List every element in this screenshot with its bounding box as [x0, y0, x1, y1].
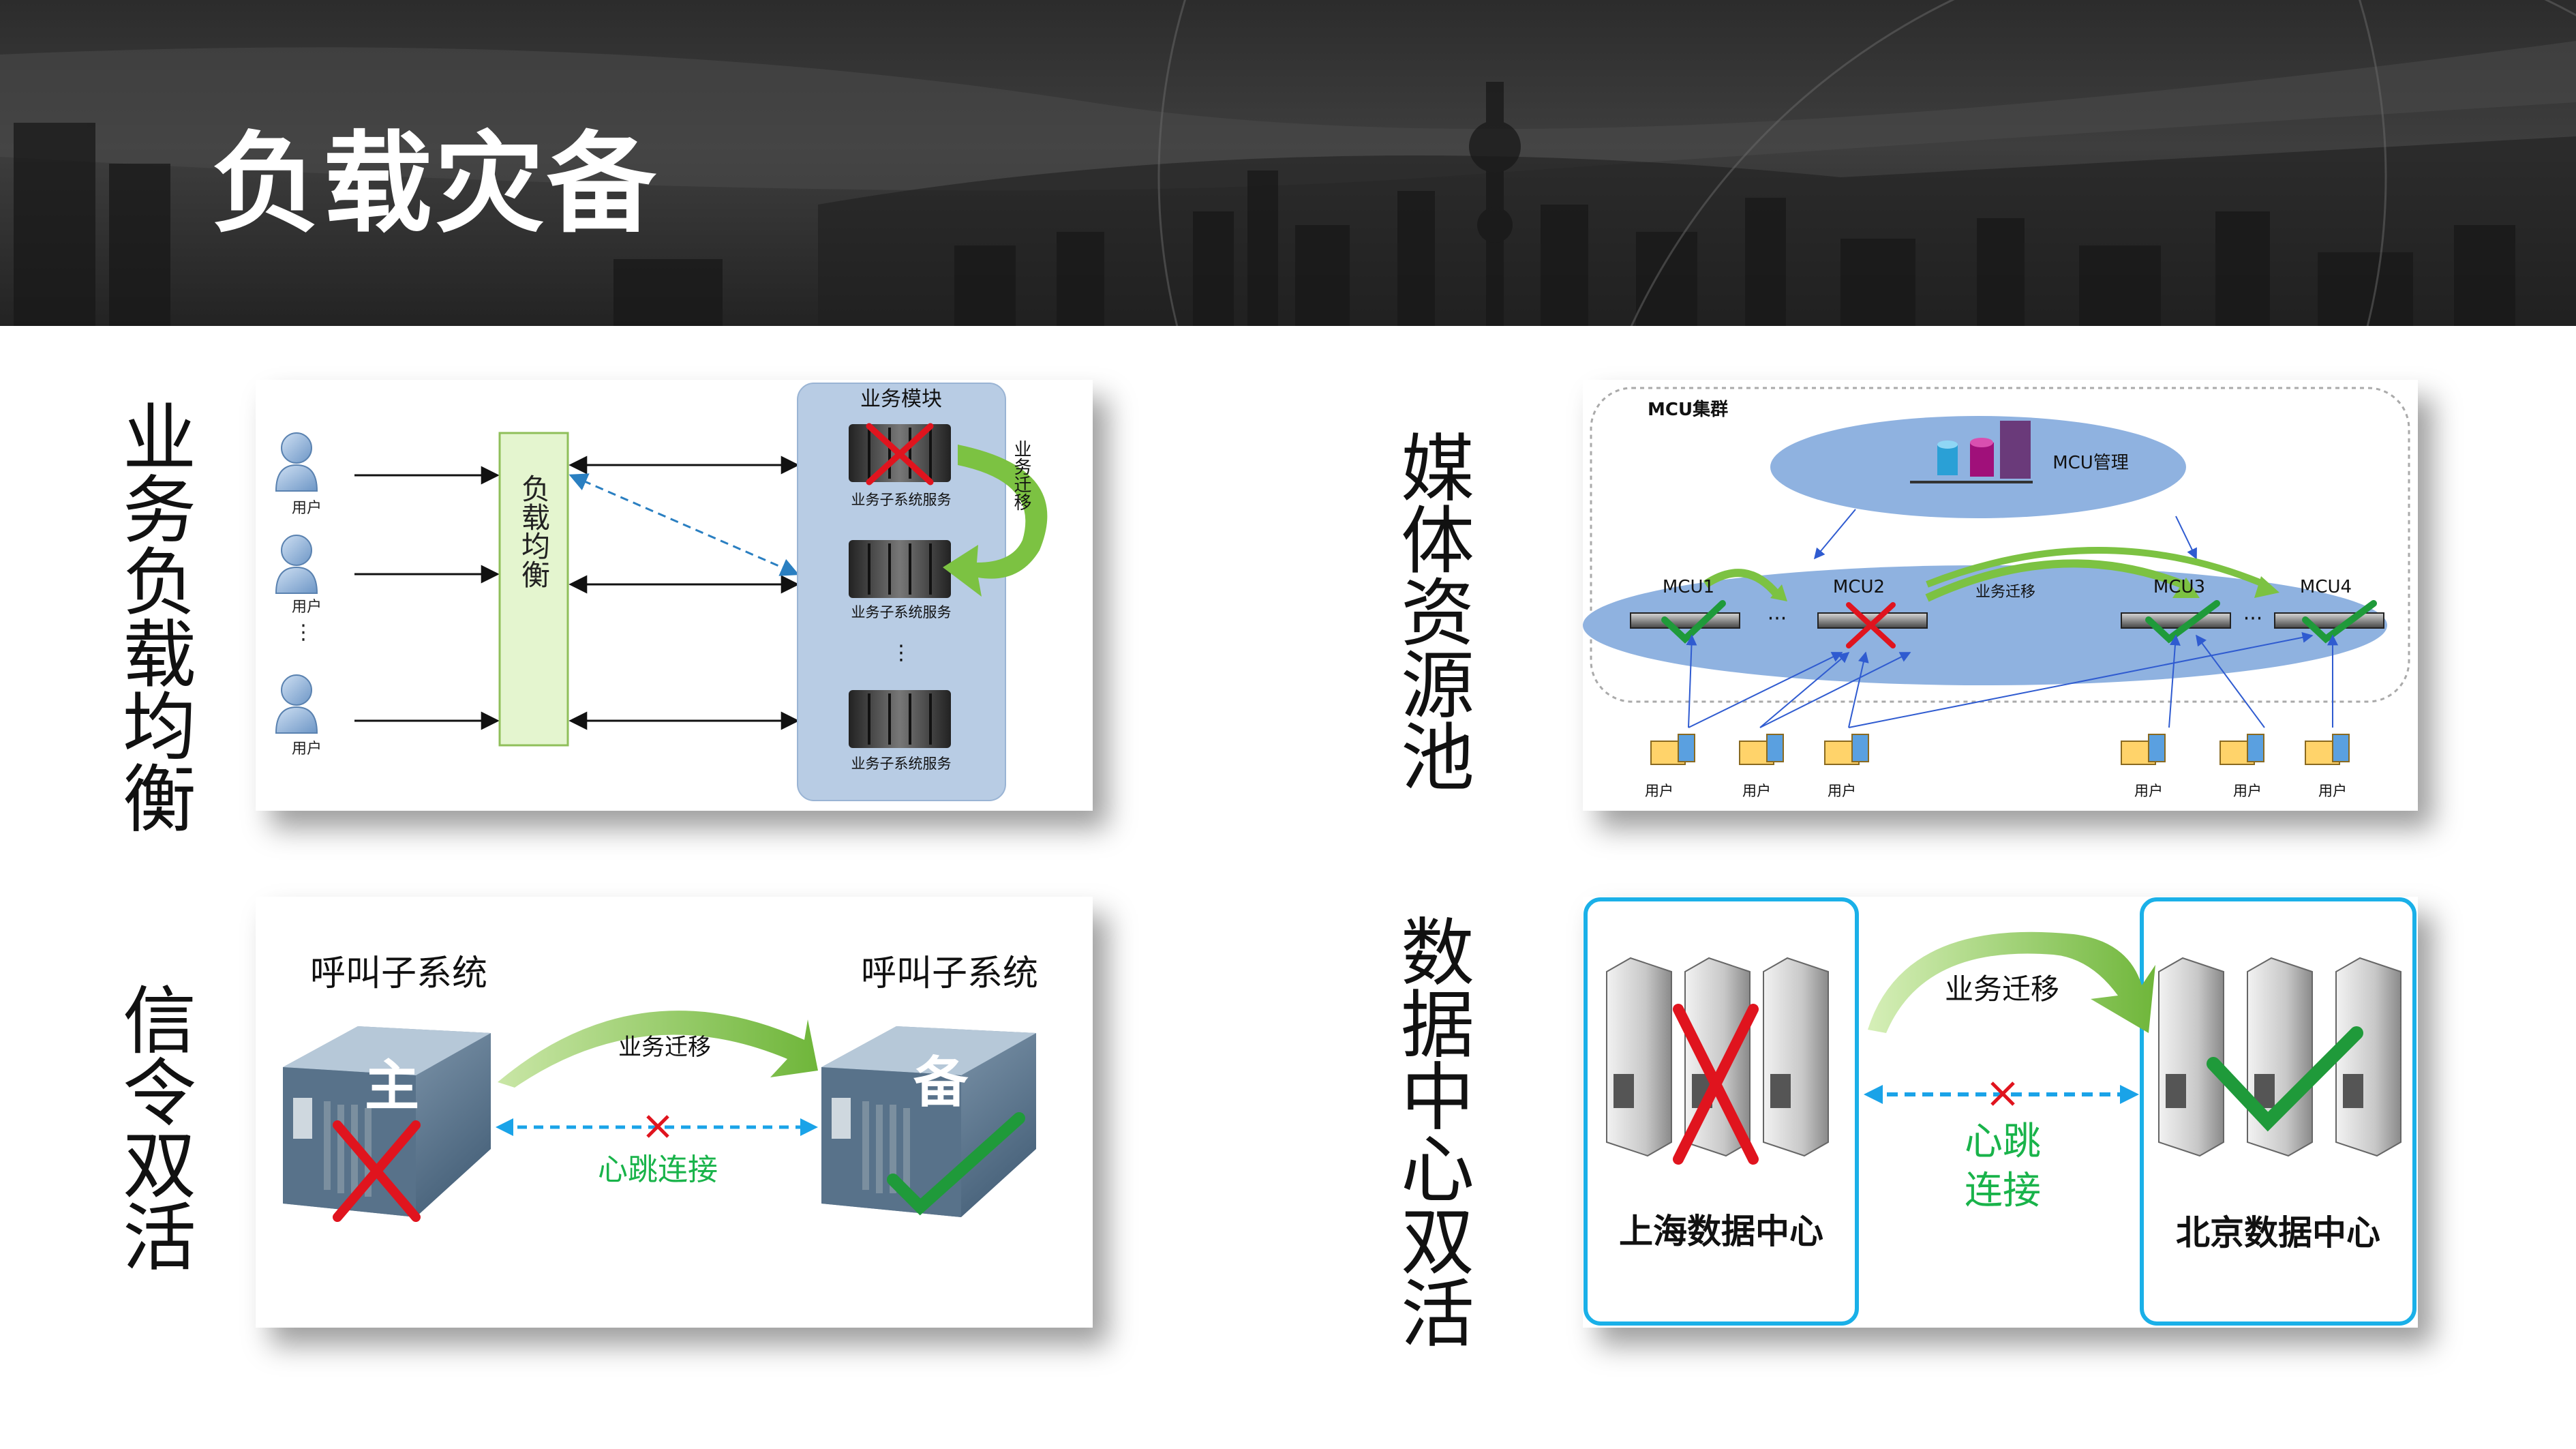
user-label: 用户 [1828, 783, 1856, 799]
workstation-icon [2305, 734, 2350, 765]
rack-server-icon [2121, 612, 2231, 629]
check-icon [2145, 600, 2220, 644]
database-icon [1910, 421, 2033, 483]
datacenter-active-active-diagram: 上海数据中心 北京数据中心 业务迁移 心跳 连接 [1583, 897, 2418, 1328]
mcu-label: MCU1 [1663, 577, 1714, 597]
service-label: 业务子系统服务 [851, 756, 952, 772]
user-label: 用户 [292, 741, 322, 758]
migrate-label: 业务迁移 [1011, 440, 1031, 511]
header-banner: 负载灾备 [0, 0, 2576, 326]
server-rack-icon [849, 540, 951, 598]
city-skyline-background [0, 0, 2576, 326]
heartbeat-line2: 连接 [1965, 1169, 2041, 1213]
ellipsis: ⋮ [293, 621, 314, 644]
user-label: 用户 [2318, 783, 2347, 799]
section-label-media-pool: 媒体资源池 [1389, 430, 1474, 791]
mcu-cluster-frame [1590, 387, 2410, 703]
rack-server-icon [2274, 612, 2384, 629]
module-title: 业务模块 [860, 387, 942, 411]
service-label: 业务子系统服务 [851, 604, 952, 621]
service-label: 业务子系统服务 [851, 492, 952, 508]
user-label: 用户 [2233, 783, 2262, 799]
workstation-icon [1650, 734, 1695, 765]
cross-icon [1990, 1081, 2015, 1106]
tower-server-icon [2158, 957, 2224, 1157]
migrate-label: 业务迁移 [1975, 584, 2035, 601]
workstation-icon [1739, 734, 1784, 765]
curved-arrow-icon [943, 445, 1048, 597]
mcu-label: MCU3 [2153, 577, 2205, 597]
user-icon [275, 535, 318, 594]
left-system-title: 呼叫子系统 [310, 953, 487, 994]
user-label: 用户 [2134, 783, 2163, 799]
tower-server-icon [2247, 957, 2313, 1157]
ellipsis-dots: ··· [2243, 607, 2263, 631]
right-dc-name: 北京数据中心 [2176, 1213, 2380, 1253]
rack-server-icon [1630, 612, 1740, 629]
load-balance-diagram: 用户 用户 ⋮ 用户 负载均衡 业务模块 [256, 380, 1093, 811]
ellipsis: ⋮ [891, 641, 911, 665]
workstation-icon [2121, 734, 2166, 765]
tower-server-icon [1606, 957, 1672, 1157]
tower-server-icon [1763, 957, 1829, 1157]
section-label-load-balance: 业务负载均衡 [110, 399, 196, 833]
user-label: 用户 [292, 599, 322, 616]
check-icon [2302, 600, 2377, 644]
cross-icon [646, 1115, 669, 1138]
cross-icon [1673, 1004, 1759, 1165]
load-balancer-box [498, 432, 569, 747]
curved-arrow-icon [498, 1011, 818, 1088]
page-title: 负载灾备 [211, 120, 659, 248]
cross-icon [1846, 602, 1896, 648]
check-icon [887, 1112, 1025, 1216]
tower-server-icon [2335, 957, 2401, 1157]
cross-icon [866, 423, 934, 486]
backup-label: 备 [913, 1051, 969, 1114]
cluster-label: MCU集群 [1648, 399, 1728, 420]
section-label-datacenter: 数据中心双活 [1389, 914, 1474, 1347]
media-pool-diagram: MCU集群 MCU管理 业务迁移 MCU1 MCU2 MCU3 MCU4 ···… [1583, 380, 2418, 811]
ellipsis-dots: ··· [1768, 607, 1787, 631]
cross-icon [333, 1120, 421, 1222]
migrate-label: 业务迁移 [618, 1034, 711, 1061]
curved-arrow-icon [1868, 931, 2155, 1033]
user-label: 用户 [1645, 783, 1673, 799]
workstation-icon [2219, 734, 2264, 765]
workstation-icon [1824, 734, 1869, 765]
balancer-label: 负载均衡 [517, 474, 551, 588]
user-label: 用户 [1742, 783, 1771, 799]
left-dc-name: 上海数据中心 [1619, 1212, 1823, 1251]
mcu-label: MCU2 [1833, 577, 1885, 597]
mcu-label: MCU4 [2300, 577, 2352, 597]
user-icon [275, 674, 318, 734]
check-icon [1661, 600, 1726, 644]
server-rack-icon [849, 690, 951, 748]
primary-label: 主 [365, 1054, 419, 1118]
migrate-label: 业务迁移 [1945, 972, 2059, 1006]
heartbeat-line1: 心跳 [1965, 1120, 2041, 1164]
user-label: 用户 [292, 500, 322, 517]
heartbeat-label: 心跳连接 [598, 1152, 718, 1187]
user-icon [275, 432, 318, 492]
manager-label: MCU管理 [2052, 453, 2129, 473]
check-icon [2207, 1026, 2363, 1132]
signal-active-active-diagram: 呼叫子系统 呼叫子系统 主 备 业务迁移 [256, 897, 1093, 1328]
section-label-signal: 信令双活 [110, 982, 196, 1271]
server-rack-icon [821, 1026, 1036, 1217]
right-system-title: 呼叫子系统 [861, 953, 1038, 994]
curved-arrow-icon [1926, 547, 2266, 588]
